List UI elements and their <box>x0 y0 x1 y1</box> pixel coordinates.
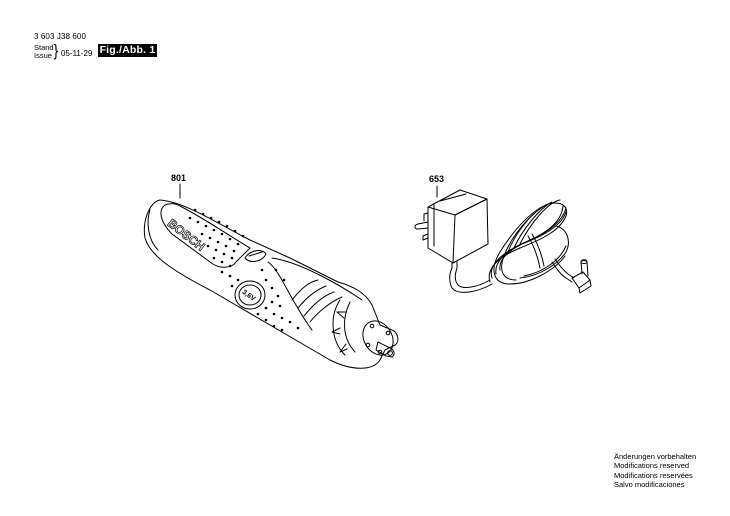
modification-notes: Änderungen vorbehalten Modifications res… <box>614 452 696 489</box>
figure-label: Fig./Abb. 1 <box>98 44 157 57</box>
cable-tie <box>527 235 541 269</box>
part-number: 3 603 J38 600 <box>34 32 87 41</box>
plug-pin <box>414 221 429 230</box>
callout-653: 653 <box>429 174 445 184</box>
note-fr: Modifications reservées <box>614 470 693 480</box>
callout-801: 801 <box>171 173 187 183</box>
screwdriver-illustration: 3,6V BOSCH <box>143 183 399 369</box>
svg-text:3,6V: 3,6V <box>241 289 257 303</box>
grip-texture <box>188 208 300 332</box>
stand-issue-labels: Stand Issue <box>34 44 54 60</box>
voltage-badge <box>234 280 266 310</box>
switch <box>244 250 267 262</box>
charger-illustration <box>414 185 592 294</box>
note-en: Modifications reserved <box>614 461 690 471</box>
issue-label: Issue <box>34 51 52 60</box>
bit-holder <box>375 341 395 358</box>
note-de: Änderungen vorbehalten <box>614 452 697 461</box>
issue-date: 05-11-29 <box>61 49 93 58</box>
barrel-connector <box>571 271 591 289</box>
stand-label: Stand <box>34 43 54 52</box>
chuck-disc <box>362 320 394 356</box>
note-es: Salvo modificaciones <box>614 479 685 489</box>
brace: } <box>53 41 59 60</box>
